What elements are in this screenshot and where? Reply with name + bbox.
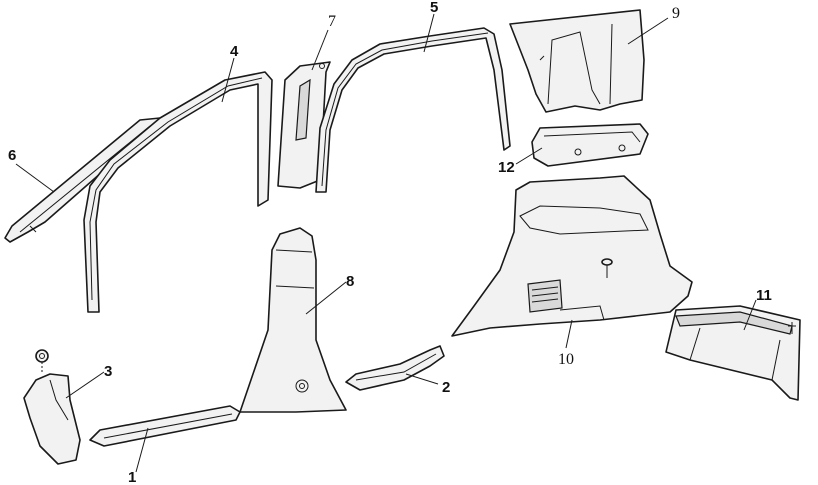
callout-8: 8 bbox=[346, 273, 354, 290]
rear-sill-trim-part-2 bbox=[345, 345, 445, 391]
b-pillar-lower-trim-part-8 bbox=[239, 227, 347, 413]
rear-door-weatherstrip-part-5 bbox=[315, 27, 511, 193]
callout-3: 3 bbox=[104, 363, 112, 380]
callout-1: 1 bbox=[128, 469, 136, 485]
clip-fastener bbox=[35, 349, 49, 372]
callout-5: 5 bbox=[430, 0, 438, 16]
callout-9: 9 bbox=[672, 5, 680, 22]
callout-7: 7 bbox=[328, 13, 336, 30]
kick-panel-part-3 bbox=[23, 373, 81, 465]
front-door-weatherstrip-part-4 bbox=[83, 71, 273, 313]
trim-bracket-part-12 bbox=[531, 123, 649, 167]
b-pillar-upper-trim-part-7 bbox=[277, 61, 331, 189]
rear-quarter-trim-panel-part-10 bbox=[451, 175, 693, 337]
screw-fastener-11 bbox=[788, 322, 796, 334]
callout-6: 6 bbox=[8, 147, 16, 164]
callout-4: 4 bbox=[230, 43, 239, 60]
screw-fastener bbox=[601, 258, 613, 278]
callout-12: 12 bbox=[498, 159, 515, 176]
callout-11: 11 bbox=[756, 287, 772, 304]
callout-10: 10 bbox=[558, 351, 574, 368]
c-pillar-upper-trim-part-9 bbox=[509, 9, 645, 113]
luggage-sill-trim-part-11 bbox=[665, 305, 801, 401]
callout-2: 2 bbox=[442, 379, 450, 396]
front-sill-trim-part-1 bbox=[89, 405, 241, 447]
leader-lines bbox=[15, 13, 757, 473]
